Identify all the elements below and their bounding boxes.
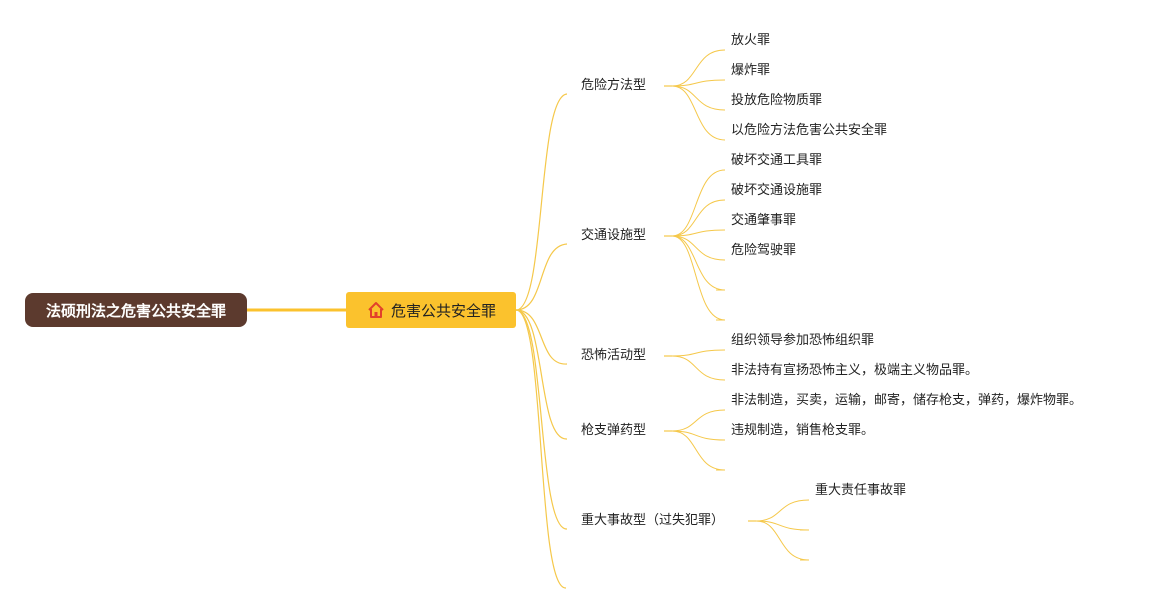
home-icon <box>366 300 386 320</box>
root-topic-label: 法硕刑法之危害公共安全罪 <box>45 301 226 320</box>
leaf-link <box>671 199 726 237</box>
leaf-topic[interactable]: 组织领导参加恐怖组织罪 <box>731 333 875 348</box>
leaf-link <box>671 355 726 381</box>
leaf-link <box>671 430 726 471</box>
branch-link <box>515 309 568 440</box>
leaf-link <box>671 85 726 141</box>
leaf-topic[interactable]: 破坏交通设施罪 <box>731 183 823 198</box>
leaf-topic[interactable]: 违规制造，销售枪支罪。 <box>731 423 875 438</box>
branch-topic[interactable]: 重大事故型（过失犯罪） <box>581 513 725 528</box>
leaf-link <box>671 229 726 237</box>
leaf-link <box>671 409 726 432</box>
leaf-link <box>755 520 810 561</box>
leaf-topic[interactable]: 危险驾驶罪 <box>731 243 797 258</box>
leaf-topic[interactable]: 重大责任事故罪 <box>815 483 907 498</box>
leaf-link <box>671 49 726 87</box>
leaf-link <box>755 499 810 522</box>
leaf-topic[interactable]: 破坏交通工具罪 <box>731 153 823 168</box>
leaf-topic[interactable]: 爆炸罪 <box>731 63 771 78</box>
branch-link <box>515 243 568 311</box>
leaf-topic[interactable]: 非法持有宣扬恐怖主义，极端主义物品罪。 <box>731 363 979 378</box>
leaf-link <box>671 430 726 441</box>
central-topic[interactable]: 危害公共安全罪 <box>346 292 516 328</box>
leaf-topic[interactable]: 以危险方法危害公共安全罪 <box>731 123 888 138</box>
leaf-topic[interactable]: 投放危险物质罪 <box>731 93 823 108</box>
leaf-link <box>671 235 726 261</box>
central-topic-label: 危害公共安全罪 <box>390 301 496 320</box>
leaf-link <box>671 79 726 87</box>
branch-link <box>515 309 568 530</box>
branch-topic[interactable]: 危险方法型 <box>581 78 647 93</box>
leaf-link <box>671 169 726 237</box>
branch-link <box>515 309 567 589</box>
leaf-topic[interactable]: 放火罪 <box>731 33 771 48</box>
leaf-link <box>671 235 726 291</box>
branch-link <box>515 309 568 365</box>
branch-links <box>515 93 568 589</box>
leaf-topic[interactable]: 交通肇事罪 <box>731 213 797 228</box>
leaf-link <box>671 349 726 357</box>
branch-topic[interactable]: 枪支弹药型 <box>581 423 647 438</box>
leaf-link <box>671 235 726 321</box>
root-topic[interactable]: 法硕刑法之危害公共安全罪 <box>25 293 247 327</box>
branch-link <box>515 93 568 311</box>
branch-topic[interactable]: 交通设施型 <box>581 228 647 243</box>
leaf-topic[interactable]: 非法制造，买卖，运输，邮寄，储存枪支，弹药，爆炸物罪。 <box>731 393 1083 408</box>
leaf-link <box>755 520 810 531</box>
branch-topic[interactable]: 恐怖活动型 <box>581 348 647 363</box>
leaf-link <box>671 85 726 111</box>
